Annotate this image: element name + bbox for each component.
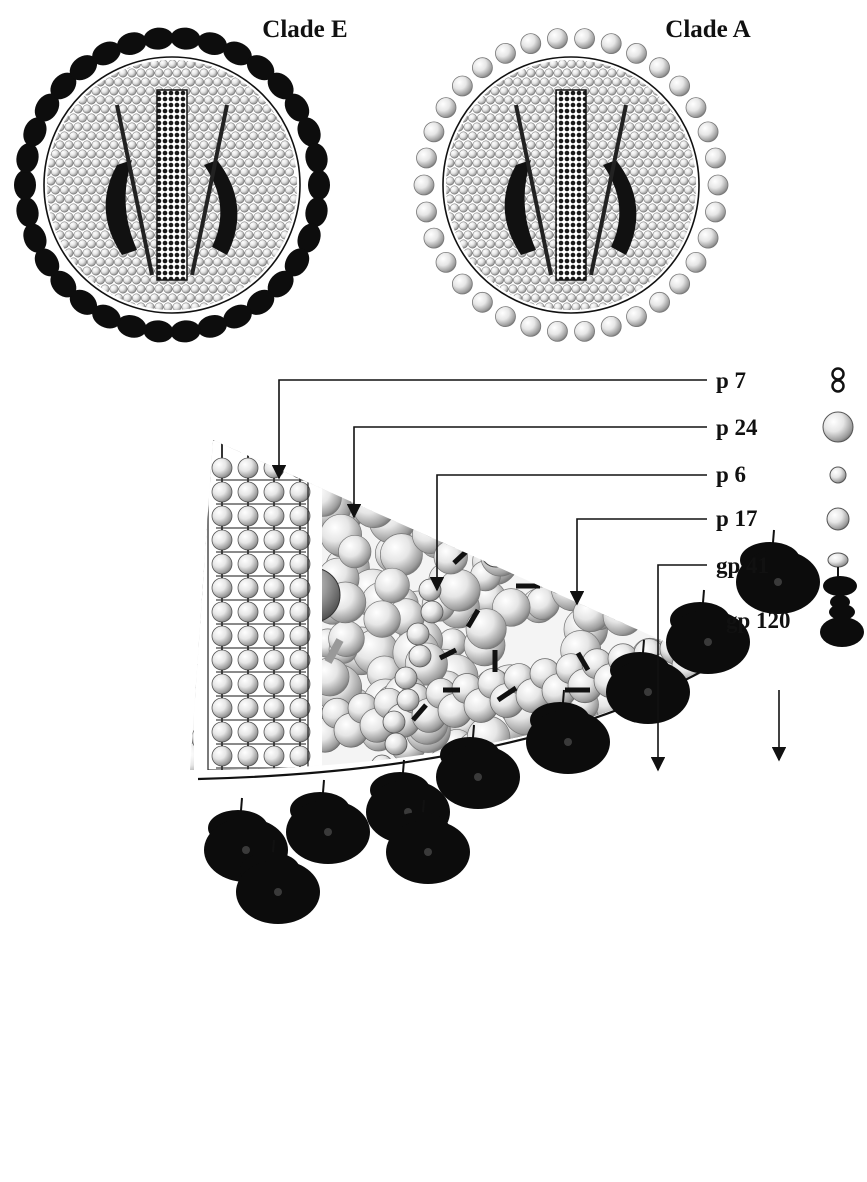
leader-line-p17 — [577, 519, 707, 604]
p24-sphere-icon — [823, 412, 853, 442]
clade-e-virion — [14, 26, 330, 343]
label-p7: p 7 — [716, 368, 746, 393]
p7-figure-eight-icon — [833, 369, 844, 392]
clade-a-title: Clade A — [665, 16, 750, 43]
label-gp41: gp 41 — [716, 553, 769, 578]
clade-a-virion — [414, 29, 728, 342]
gp120-oval-icon — [820, 595, 864, 647]
gp41-knob-icon — [823, 553, 857, 596]
label-p6: p 6 — [716, 462, 746, 487]
label-gp120: gp 120 — [726, 608, 791, 633]
virion-cutaway-wedge — [173, 419, 867, 887]
label-p24: p 24 — [716, 415, 758, 440]
p17-sphere-icon — [827, 508, 849, 530]
label-p17: p 17 — [716, 506, 758, 531]
leader-line-p7 — [279, 380, 707, 478]
leader-line-p24 — [354, 427, 707, 517]
clade-e-title: Clade E — [262, 16, 347, 43]
p6-small-sphere-icon — [830, 467, 846, 483]
